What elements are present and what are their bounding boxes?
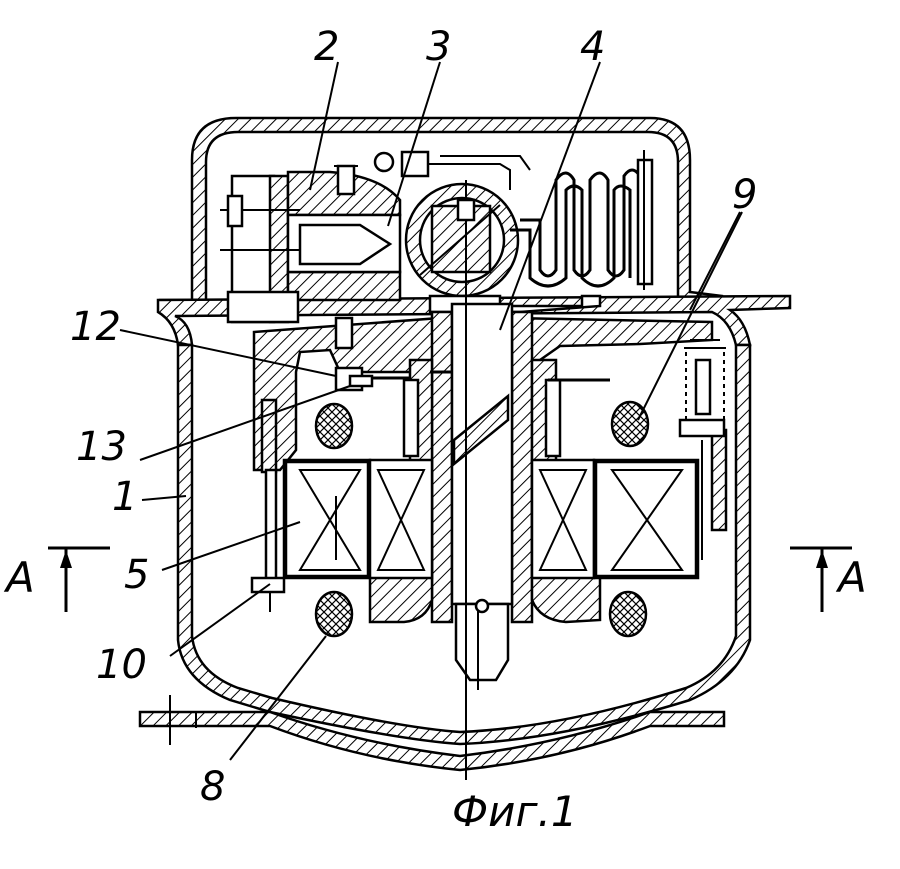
label-5: 5 — [124, 552, 149, 598]
motor — [282, 458, 700, 580]
label-12: 12 — [70, 304, 121, 350]
label-2: 2 — [314, 24, 339, 70]
leader-lines — [119, 61, 743, 761]
part-labels: 2 3 4 9 12 13 1 5 10 8 A A Фиг.1 — [3, 24, 867, 836]
housing — [138, 116, 792, 772]
label-10: 10 — [96, 642, 147, 688]
eccentric — [404, 182, 602, 314]
figure-caption: Фиг.1 — [452, 787, 578, 836]
label-9: 9 — [732, 172, 757, 218]
label-8: 8 — [200, 764, 225, 810]
cylinder-block — [220, 150, 531, 324]
label-4: 4 — [580, 24, 605, 70]
label-1: 1 — [112, 474, 137, 520]
windings — [314, 400, 650, 638]
section-label-left: A — [3, 553, 35, 602]
label-13: 13 — [76, 424, 127, 470]
discharge-tube — [510, 150, 654, 290]
shaft — [450, 180, 514, 780]
section-label-right: A — [835, 553, 867, 602]
spring — [678, 339, 726, 560]
label-3: 3 — [426, 24, 451, 70]
valve-parts — [250, 316, 374, 612]
section-marks — [48, 546, 852, 612]
